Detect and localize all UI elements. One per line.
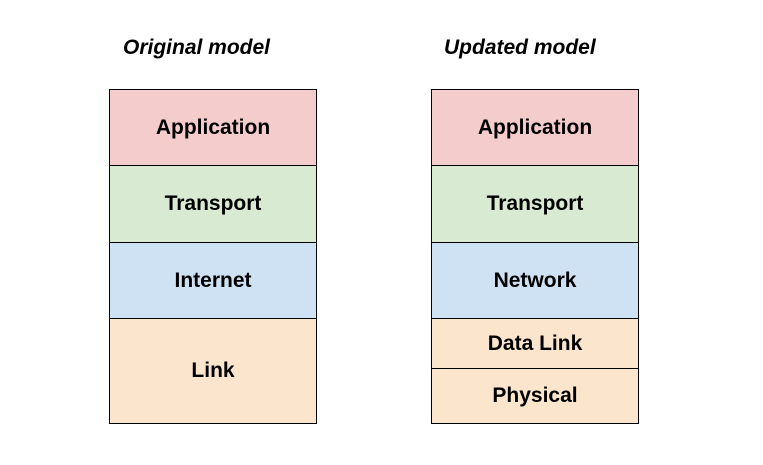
original-layer-internet: Internet bbox=[110, 243, 316, 319]
updated-model-title: Updated model bbox=[444, 36, 596, 59]
original-layer-link: Link bbox=[110, 319, 316, 423]
updated-layer-transport: Transport bbox=[432, 166, 638, 243]
updated-layer-physical: Physical bbox=[432, 369, 638, 423]
original-model-stack: Application Transport Internet Link bbox=[109, 89, 317, 424]
updated-layer-network: Network bbox=[432, 243, 638, 319]
updated-layer-application: Application bbox=[432, 90, 638, 166]
updated-model-stack: Application Transport Network Data Link … bbox=[431, 89, 639, 424]
original-layer-application: Application bbox=[110, 90, 316, 166]
original-model-title: Original model bbox=[123, 36, 271, 59]
original-layer-transport: Transport bbox=[110, 166, 316, 243]
updated-layer-data-link: Data Link bbox=[432, 319, 638, 369]
